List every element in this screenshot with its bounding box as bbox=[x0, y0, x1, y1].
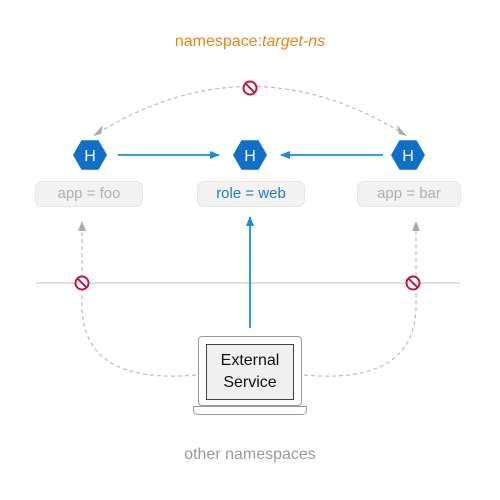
external-service-line2: Service bbox=[223, 374, 277, 391]
external-service-box: External Service bbox=[206, 344, 294, 400]
pod-label-foo: app = foo bbox=[35, 181, 143, 207]
namespace-title: namespace:target-ns bbox=[0, 33, 500, 51]
namespace-prefix: namespace: bbox=[174, 33, 263, 50]
arc-arrowhead-right bbox=[397, 125, 407, 136]
other-namespaces-label: other namespaces bbox=[184, 446, 316, 463]
pod-icon-letter: H bbox=[84, 148, 96, 165]
pod-icon-letter: H bbox=[244, 148, 256, 165]
blocked-path-external-to-bar bbox=[303, 221, 420, 377]
blocked-arc-foo-bar bbox=[97, 86, 403, 134]
hexagon-pod-icon: H bbox=[233, 140, 267, 170]
hexagon-pod-icon: H bbox=[391, 140, 425, 170]
no-entry-icon bbox=[74, 275, 90, 291]
no-entry-icon bbox=[405, 275, 421, 291]
pod-label-bar: app = bar bbox=[357, 181, 461, 207]
hexagon-pod-icon: H bbox=[73, 140, 107, 170]
arc-arrowhead-left bbox=[93, 125, 103, 136]
external-service-line1: External bbox=[220, 352, 280, 369]
pod-icon-letter: H bbox=[402, 148, 414, 165]
laptop-icon: External Service bbox=[198, 336, 302, 406]
laptop-base bbox=[193, 406, 307, 415]
blocked-path-external-to-foo bbox=[78, 221, 197, 377]
no-entry-icon bbox=[242, 80, 258, 96]
namespace-value: target-ns bbox=[262, 33, 326, 50]
pod-label-web: role = web bbox=[197, 181, 305, 207]
